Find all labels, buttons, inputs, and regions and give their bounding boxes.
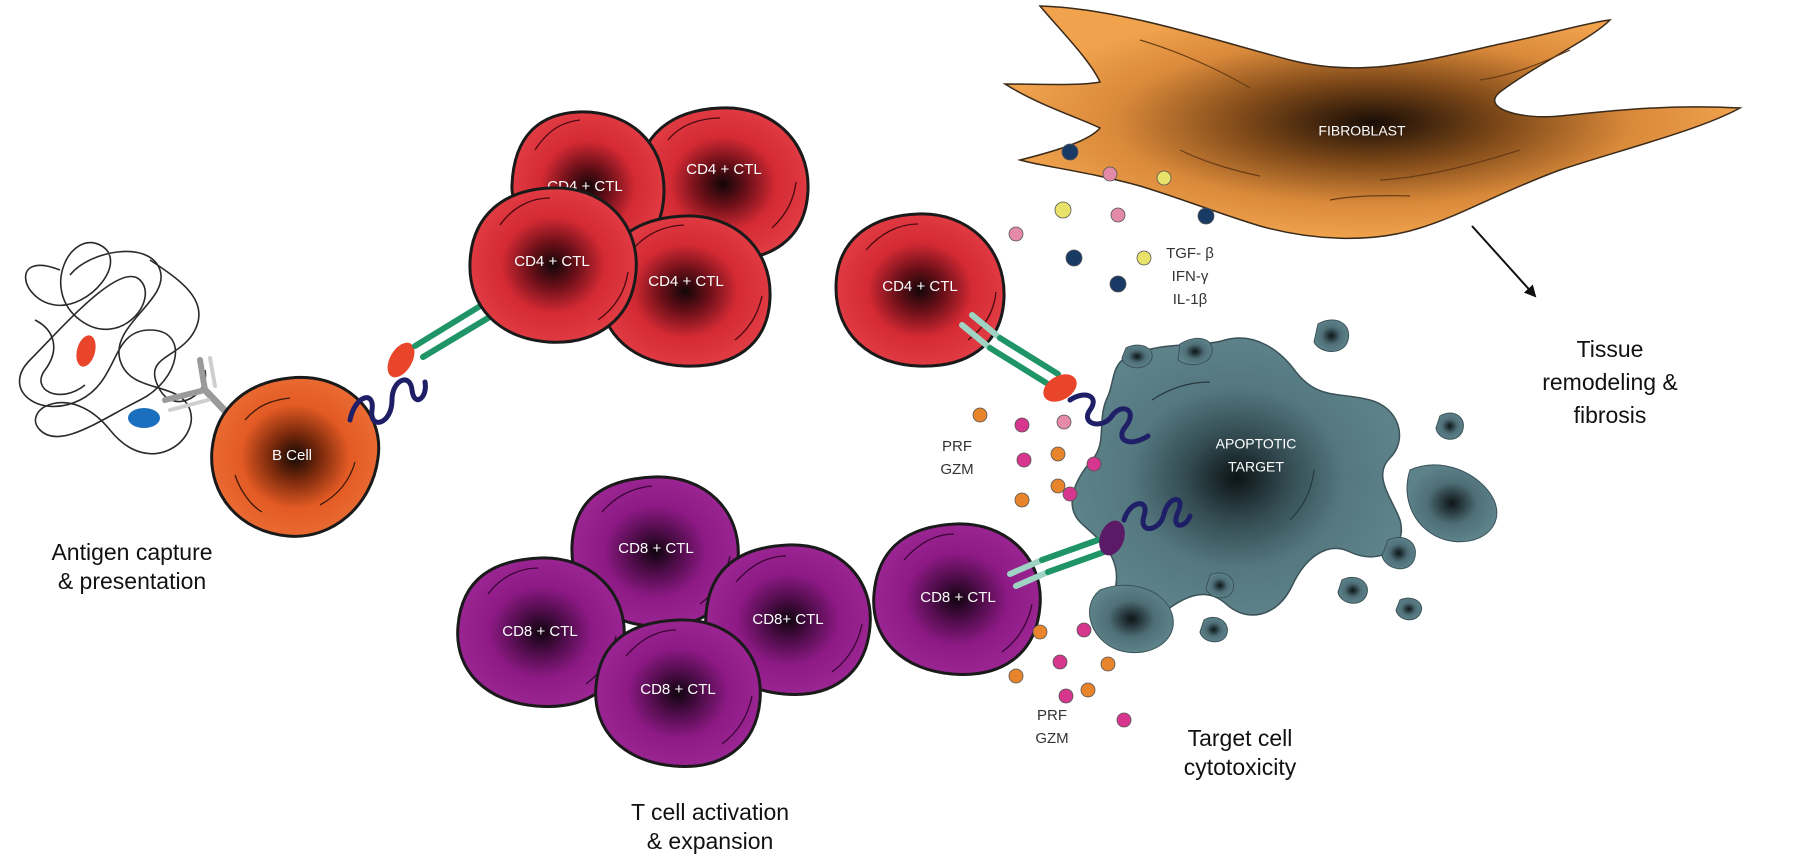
caption-fibrosis-line-1: Tissue xyxy=(1577,336,1644,362)
caption-fibrosis-line-3: fibrosis xyxy=(1574,402,1647,428)
cd8-cell-2-label: CD8 + CTL xyxy=(502,623,577,640)
caption-fibrosis-line-2: remodeling & xyxy=(1542,369,1678,395)
apoptotic-target: APOPTOTIC TARGET xyxy=(1071,337,1403,619)
target-antigen-cd4 xyxy=(1043,374,1077,402)
cd4-cell-1-label: CD4 + CTL xyxy=(686,161,761,178)
caption-cytotoxicity-line-2: cytotoxicity xyxy=(1184,754,1297,780)
cd4-cell-5-label: CD4 + CTL xyxy=(882,278,957,295)
antigen-epitope-red xyxy=(76,335,96,367)
cd4-tcr-target xyxy=(959,312,1061,387)
target-antigen-cd8 xyxy=(1099,520,1125,556)
caption-activation-line-1: T cell activation xyxy=(631,799,789,825)
caption-antigen-line-2: & presentation xyxy=(58,568,206,594)
granules-upper-gzm-label: GZM xyxy=(940,461,973,478)
cd8-cell-5-label: CD8 + CTL xyxy=(920,589,995,606)
caption-cytotoxicity-line-1: Target cell xyxy=(1188,725,1293,751)
caption-antigen-line-1: Antigen capture xyxy=(51,539,212,565)
cd8-cell-1: CD8 + CTL xyxy=(570,475,740,628)
granules-lower xyxy=(1008,622,1132,728)
caption-fibrosis: Tissue remodeling & fibrosis xyxy=(1542,336,1678,428)
apoptotic-target-label-1: APOPTOTIC xyxy=(1216,436,1297,452)
caption-antigen: Antigen capture & presentation xyxy=(51,539,212,594)
granules-upper-prf-label: PRF xyxy=(942,438,972,455)
b-cell-receptor xyxy=(162,356,232,418)
b-cell-label: B Cell xyxy=(272,447,312,464)
antigen-tangle xyxy=(18,242,207,455)
cd4-cell-4-label: CD4 + CTL xyxy=(514,253,589,270)
target-mhc-cd8 xyxy=(1121,497,1193,531)
cd4-cell-4: CD4 + CTL xyxy=(468,186,638,344)
cd4-cell-3-label: CD4 + CTL xyxy=(648,273,723,290)
granules-upper xyxy=(972,407,1102,508)
cytokine-tgf-label: TGF- β xyxy=(1166,245,1214,262)
cd8-cell-3-label: CD8+ CTL xyxy=(752,611,823,628)
antigen-epitope-blue xyxy=(128,408,160,428)
caption-cytotoxicity: Target cell cytotoxicity xyxy=(1184,725,1297,780)
cd8-cell-4: CD8 + CTL xyxy=(594,618,762,768)
target-mhc-cd4 xyxy=(1067,392,1151,445)
cd8-cell-5: CD8 + CTL xyxy=(872,522,1042,676)
b-cell-presented-antigen xyxy=(387,342,415,378)
fibrosis-arrow xyxy=(1471,225,1537,298)
cd4-cell-3: CD4 + CTL xyxy=(598,214,772,368)
cytokine-particles xyxy=(1008,143,1215,293)
caption-activation: T cell activation & expansion xyxy=(631,799,789,854)
b-cell: B Cell xyxy=(210,375,381,538)
cytokine-ifn-label: IFN-γ xyxy=(1172,268,1209,285)
granules-lower-prf-label: PRF xyxy=(1037,707,1067,724)
cytokine-labels: TGF- β IFN-γ IL-1β xyxy=(1166,245,1214,308)
cd8-tcr-target xyxy=(1007,537,1107,589)
cd8-cell-4-label: CD8 + CTL xyxy=(640,681,715,698)
apoptotic-fragments xyxy=(1089,319,1498,654)
cd8-cell-1-label: CD8 + CTL xyxy=(618,540,693,557)
cytokine-il1-label: IL-1β xyxy=(1173,291,1208,308)
granules-lower-gzm-label: GZM xyxy=(1035,730,1068,747)
cd4-cell-5: CD4 + CTL xyxy=(834,212,1006,368)
fibroblast-label: FIBROBLAST xyxy=(1318,123,1406,139)
apoptotic-target-label-2: TARGET xyxy=(1228,459,1284,475)
b-cell-mhc xyxy=(347,377,428,425)
fibroblast: FIBROBLAST xyxy=(1002,5,1743,240)
caption-activation-line-2: & expansion xyxy=(647,828,774,854)
cd8-cell-2: CD8 + CTL xyxy=(456,556,626,708)
